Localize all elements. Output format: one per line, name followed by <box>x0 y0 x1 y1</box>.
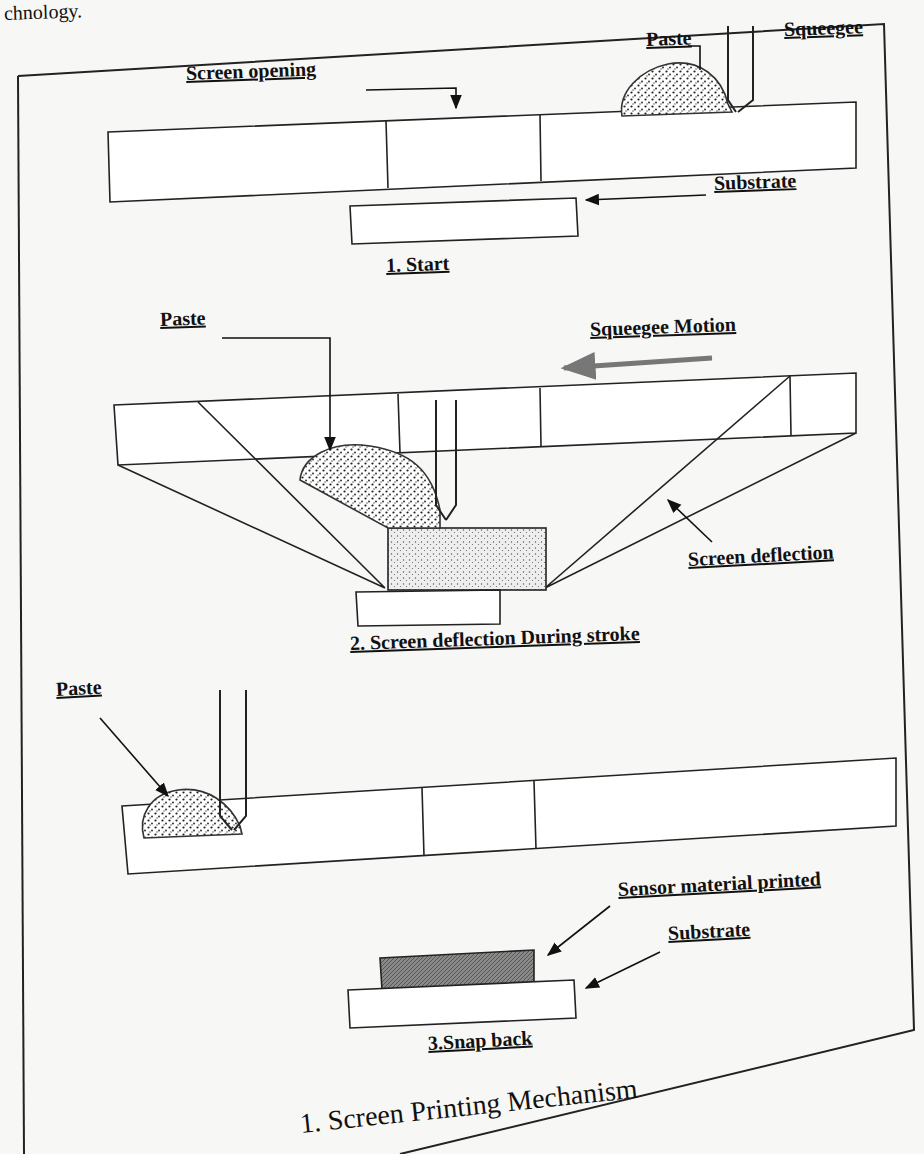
page-text: chnology. <box>4 0 83 25</box>
part-label: Paste <box>646 26 692 51</box>
screen <box>114 373 856 465</box>
leader-line <box>222 338 330 450</box>
leader-line <box>548 906 610 955</box>
part-label: 3.Snap back <box>427 1027 533 1055</box>
part-label: Paste <box>55 676 102 701</box>
leader-line <box>586 195 706 200</box>
figure-caption: 1. Screen Printing Mechanism <box>298 1073 639 1140</box>
substrate <box>350 198 578 244</box>
part-label: Sensor material printed <box>617 867 821 901</box>
part-label: Screen opening <box>186 57 317 85</box>
screen-opening-edge <box>386 115 541 188</box>
squeegee <box>436 400 456 520</box>
paste <box>142 789 242 838</box>
paste <box>300 445 440 528</box>
substrate <box>356 590 500 626</box>
leader-line <box>100 718 168 796</box>
leader-line <box>668 500 712 542</box>
screen-deflection <box>545 376 856 588</box>
part-label: 1. Start <box>386 252 450 277</box>
part-label: Squeegee Motion <box>590 313 737 341</box>
paste <box>622 63 732 116</box>
motion-arrow <box>564 358 712 368</box>
leader-line <box>586 952 660 988</box>
leader-line <box>688 46 700 70</box>
screen <box>122 758 896 874</box>
screen <box>108 102 856 202</box>
squeegee <box>220 690 246 830</box>
part-label: Paste <box>160 306 206 331</box>
frame-line <box>18 76 24 1154</box>
frame-line <box>18 24 914 1154</box>
substrate <box>348 980 576 1028</box>
part-label: Squeegee <box>784 15 864 41</box>
part-label: 2. Screen deflection During stroke <box>350 622 640 655</box>
part-label: Substrate <box>667 918 750 945</box>
part-label: Substrate <box>714 169 797 195</box>
squeegee <box>728 26 753 112</box>
part-label: Screen deflection <box>687 540 834 571</box>
leader-line <box>366 88 456 108</box>
paste-in-opening <box>388 528 546 590</box>
screen-opening-edge <box>422 781 536 856</box>
